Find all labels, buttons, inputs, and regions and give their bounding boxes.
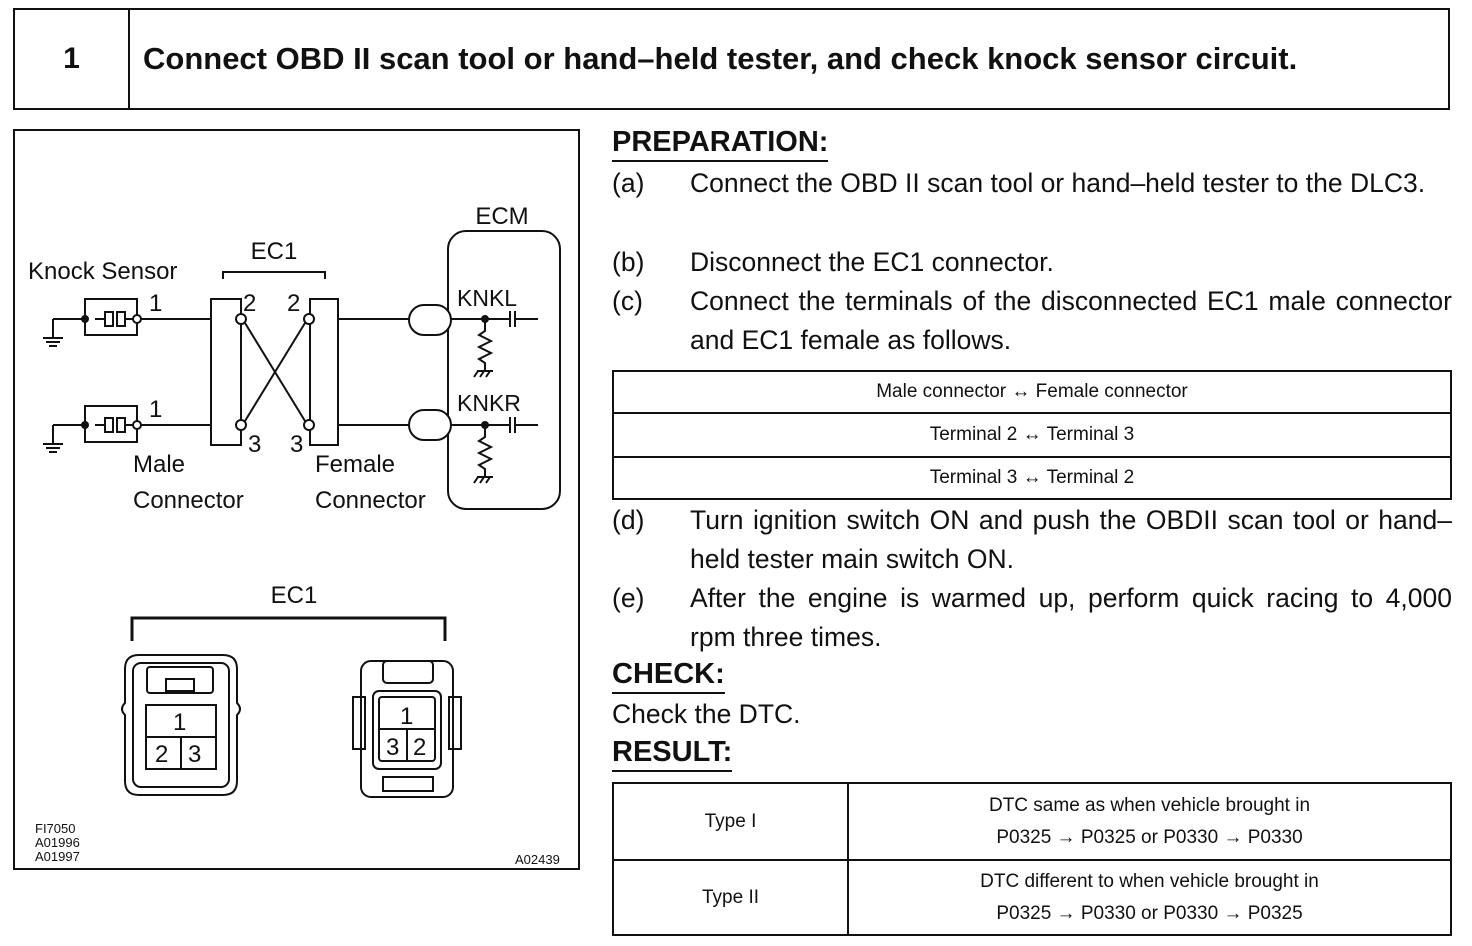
female-pin-3: 3: [386, 734, 399, 761]
pin-3-male-label: 3: [248, 431, 261, 458]
knkr-label: KNKR: [457, 390, 521, 416]
result-table: Type I DTC same as when vehicle brought …: [612, 782, 1452, 936]
female-label-1: Female: [315, 451, 395, 478]
jumper-wire-b: [244, 322, 306, 422]
terminal-table-header: Male connector ↔ Female connector: [612, 370, 1452, 414]
terminal-table-row: Terminal 2 ↔ Terminal 3: [612, 412, 1452, 458]
pin-3-female-label: 3: [290, 431, 303, 458]
pin-2-male-label: 2: [243, 290, 256, 317]
male-connector-face: [121, 654, 241, 796]
step-a-text: Connect the OBD II scan tool or hand–hel…: [690, 168, 1426, 198]
pin-1-top-label: 1: [149, 290, 162, 317]
step-b-text: Disconnect the EC1 connector.: [690, 247, 1054, 277]
step-a: (a) Connect the OBD II scan tool or hand…: [612, 164, 1452, 244]
step-b: (b) Disconnect the EC1 connector.: [612, 243, 1452, 283]
step-e-text: After the engine is warmed up, perform q…: [690, 583, 1452, 652]
figure-code-3: A01997: [35, 849, 80, 864]
step-header: 1 Connect OBD II scan tool or hand–held …: [13, 8, 1450, 110]
step-number: 1: [15, 10, 130, 108]
terminal-table-row: Terminal 3 ↔ Terminal 2: [612, 456, 1452, 500]
ecm-box: [447, 230, 561, 510]
figure-code-1: FI7050: [35, 821, 75, 836]
pin-2-female-label: 2: [287, 290, 300, 317]
step-c: (c) Connect the terminals of the disconn…: [612, 282, 1452, 362]
step-e: (e) After the engine is warmed up, perfo…: [612, 579, 1452, 659]
result-row: Type II DTC different to when vehicle br…: [612, 859, 1452, 936]
figure-code-right: A02439: [515, 852, 560, 867]
result-type: Type II: [612, 859, 849, 936]
check-text: Check the DTC.: [612, 699, 801, 729]
ec1-label: EC1: [251, 238, 298, 265]
step-d: (d) Turn ignition switch ON and push the…: [612, 501, 1452, 581]
male-pin-2: 2: [155, 741, 168, 768]
knkl-label: KNKL: [457, 285, 517, 311]
step-a-letter: (a): [612, 168, 645, 198]
connector-title: EC1: [271, 582, 318, 609]
preparation-heading: PREPARATION:: [612, 126, 829, 162]
male-label-1: Male: [133, 451, 185, 478]
result-line-1: DTC different to when vehicle brought in: [980, 870, 1319, 892]
result-line-1: DTC same as when vehicle brought in: [988, 794, 1311, 816]
male-pin-3: 3: [188, 741, 201, 768]
result-line-2: P0325 → P0330 or P0330 → P0325: [996, 902, 1303, 924]
ec1-bracket: [222, 271, 326, 279]
knock-sensor-label: Knock Sensor: [28, 258, 177, 285]
connector-bracket: [130, 616, 447, 641]
female-connector-body: [309, 298, 339, 446]
result-description: DTC different to when vehicle brought in…: [847, 859, 1452, 936]
diagram-drawing: ECM EC1 Knock Sensor 1 1 2 2: [28, 203, 561, 867]
step-c-letter: (c): [612, 286, 643, 316]
figure-code-2: A01996: [35, 835, 80, 850]
ecm-label: ECM: [475, 203, 528, 230]
step-b-letter: (b): [612, 247, 645, 277]
step-c-text: Connect the terminals of the disconnecte…: [690, 286, 1452, 355]
ecm-pin-knkr: [408, 409, 452, 441]
knock-sensor-bottom: [43, 405, 211, 453]
step-d-letter: (d): [612, 505, 645, 535]
result-line-2: P0325 → P0325 or P0330 → P0330: [996, 826, 1303, 848]
male-label-2: Connector: [133, 487, 244, 514]
female-label-2: Connector: [315, 487, 426, 514]
result-type: Type I: [612, 782, 849, 861]
male-pin-1: 1: [173, 709, 186, 736]
pin-1-bottom-label: 1: [149, 396, 162, 423]
result-description: DTC same as when vehicle brought in P032…: [847, 782, 1452, 861]
step-e-letter: (e): [612, 583, 645, 613]
result-row: Type I DTC same as when vehicle brought …: [612, 782, 1452, 861]
female-connector-face: [352, 660, 462, 798]
terminal-table: Male connector ↔ Female connector Termin…: [612, 370, 1452, 500]
result-heading: RESULT:: [612, 736, 733, 772]
female-pin-1: 1: [400, 703, 413, 730]
female-pin-2: 2: [413, 734, 426, 761]
step-title: Connect OBD II scan tool or hand–held te…: [143, 41, 1298, 76]
check-heading: CHECK:: [612, 658, 725, 694]
ecm-pin-knkl: [408, 304, 452, 336]
knock-sensor-top: [43, 298, 211, 347]
male-connector-body: [210, 298, 242, 446]
wiring-diagram: ECM EC1 Knock Sensor 1 1 2 2: [13, 129, 580, 870]
step-d-text: Turn ignition switch ON and push the OBD…: [690, 505, 1452, 574]
